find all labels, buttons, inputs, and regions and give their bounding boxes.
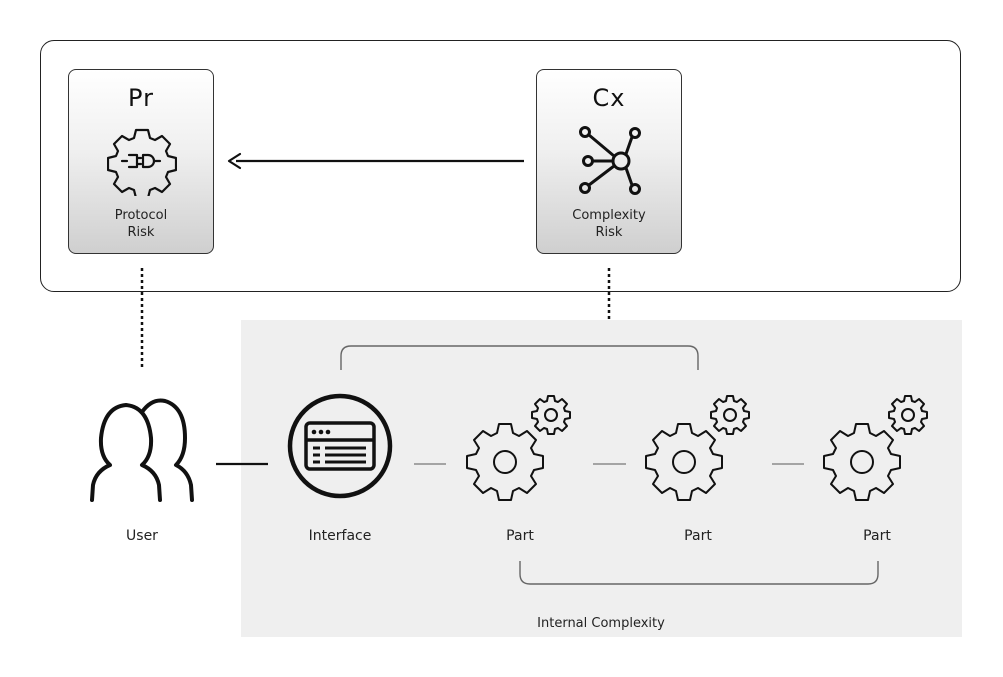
part-2-label: Part [684,528,712,544]
complexity-risk-abbreviation: Cx [592,84,626,112]
protocol-risk-label: Protocol Risk [69,207,213,241]
internal-complexity-label: Internal Complexity [537,616,665,631]
protocol-risk-card: Pr Protocol Risk [68,69,214,254]
complexity-risk-label: Complexity Risk [537,207,681,241]
part-1-label: Part [506,528,534,544]
protocol-risk-label-line1: Protocol [114,208,168,223]
protocol-gear-icon [107,128,177,196]
complexity-risk-card: Cx Complexity Risk [536,69,682,254]
protocol-risk-label-line2: Risk [127,225,155,240]
part-2-gear-icon [645,395,750,501]
interface-window-icon [287,393,393,499]
user-label: User [126,528,158,544]
protocol-risk-abbreviation: Pr [128,84,154,112]
interface-label: Interface [308,528,372,544]
arrow-complexity-to-protocol [227,152,524,170]
bottom-bracket [519,561,879,585]
user-icon [90,398,194,502]
network-hub-icon [579,126,641,195]
complexity-risk-label-line1: Complexity [572,208,646,223]
part-3-label: Part [863,528,891,544]
part-3-gear-icon [823,395,928,501]
top-bracket [340,345,699,370]
complexity-risk-label-line2: Risk [595,225,623,240]
part-1-gear-icon [466,395,571,501]
